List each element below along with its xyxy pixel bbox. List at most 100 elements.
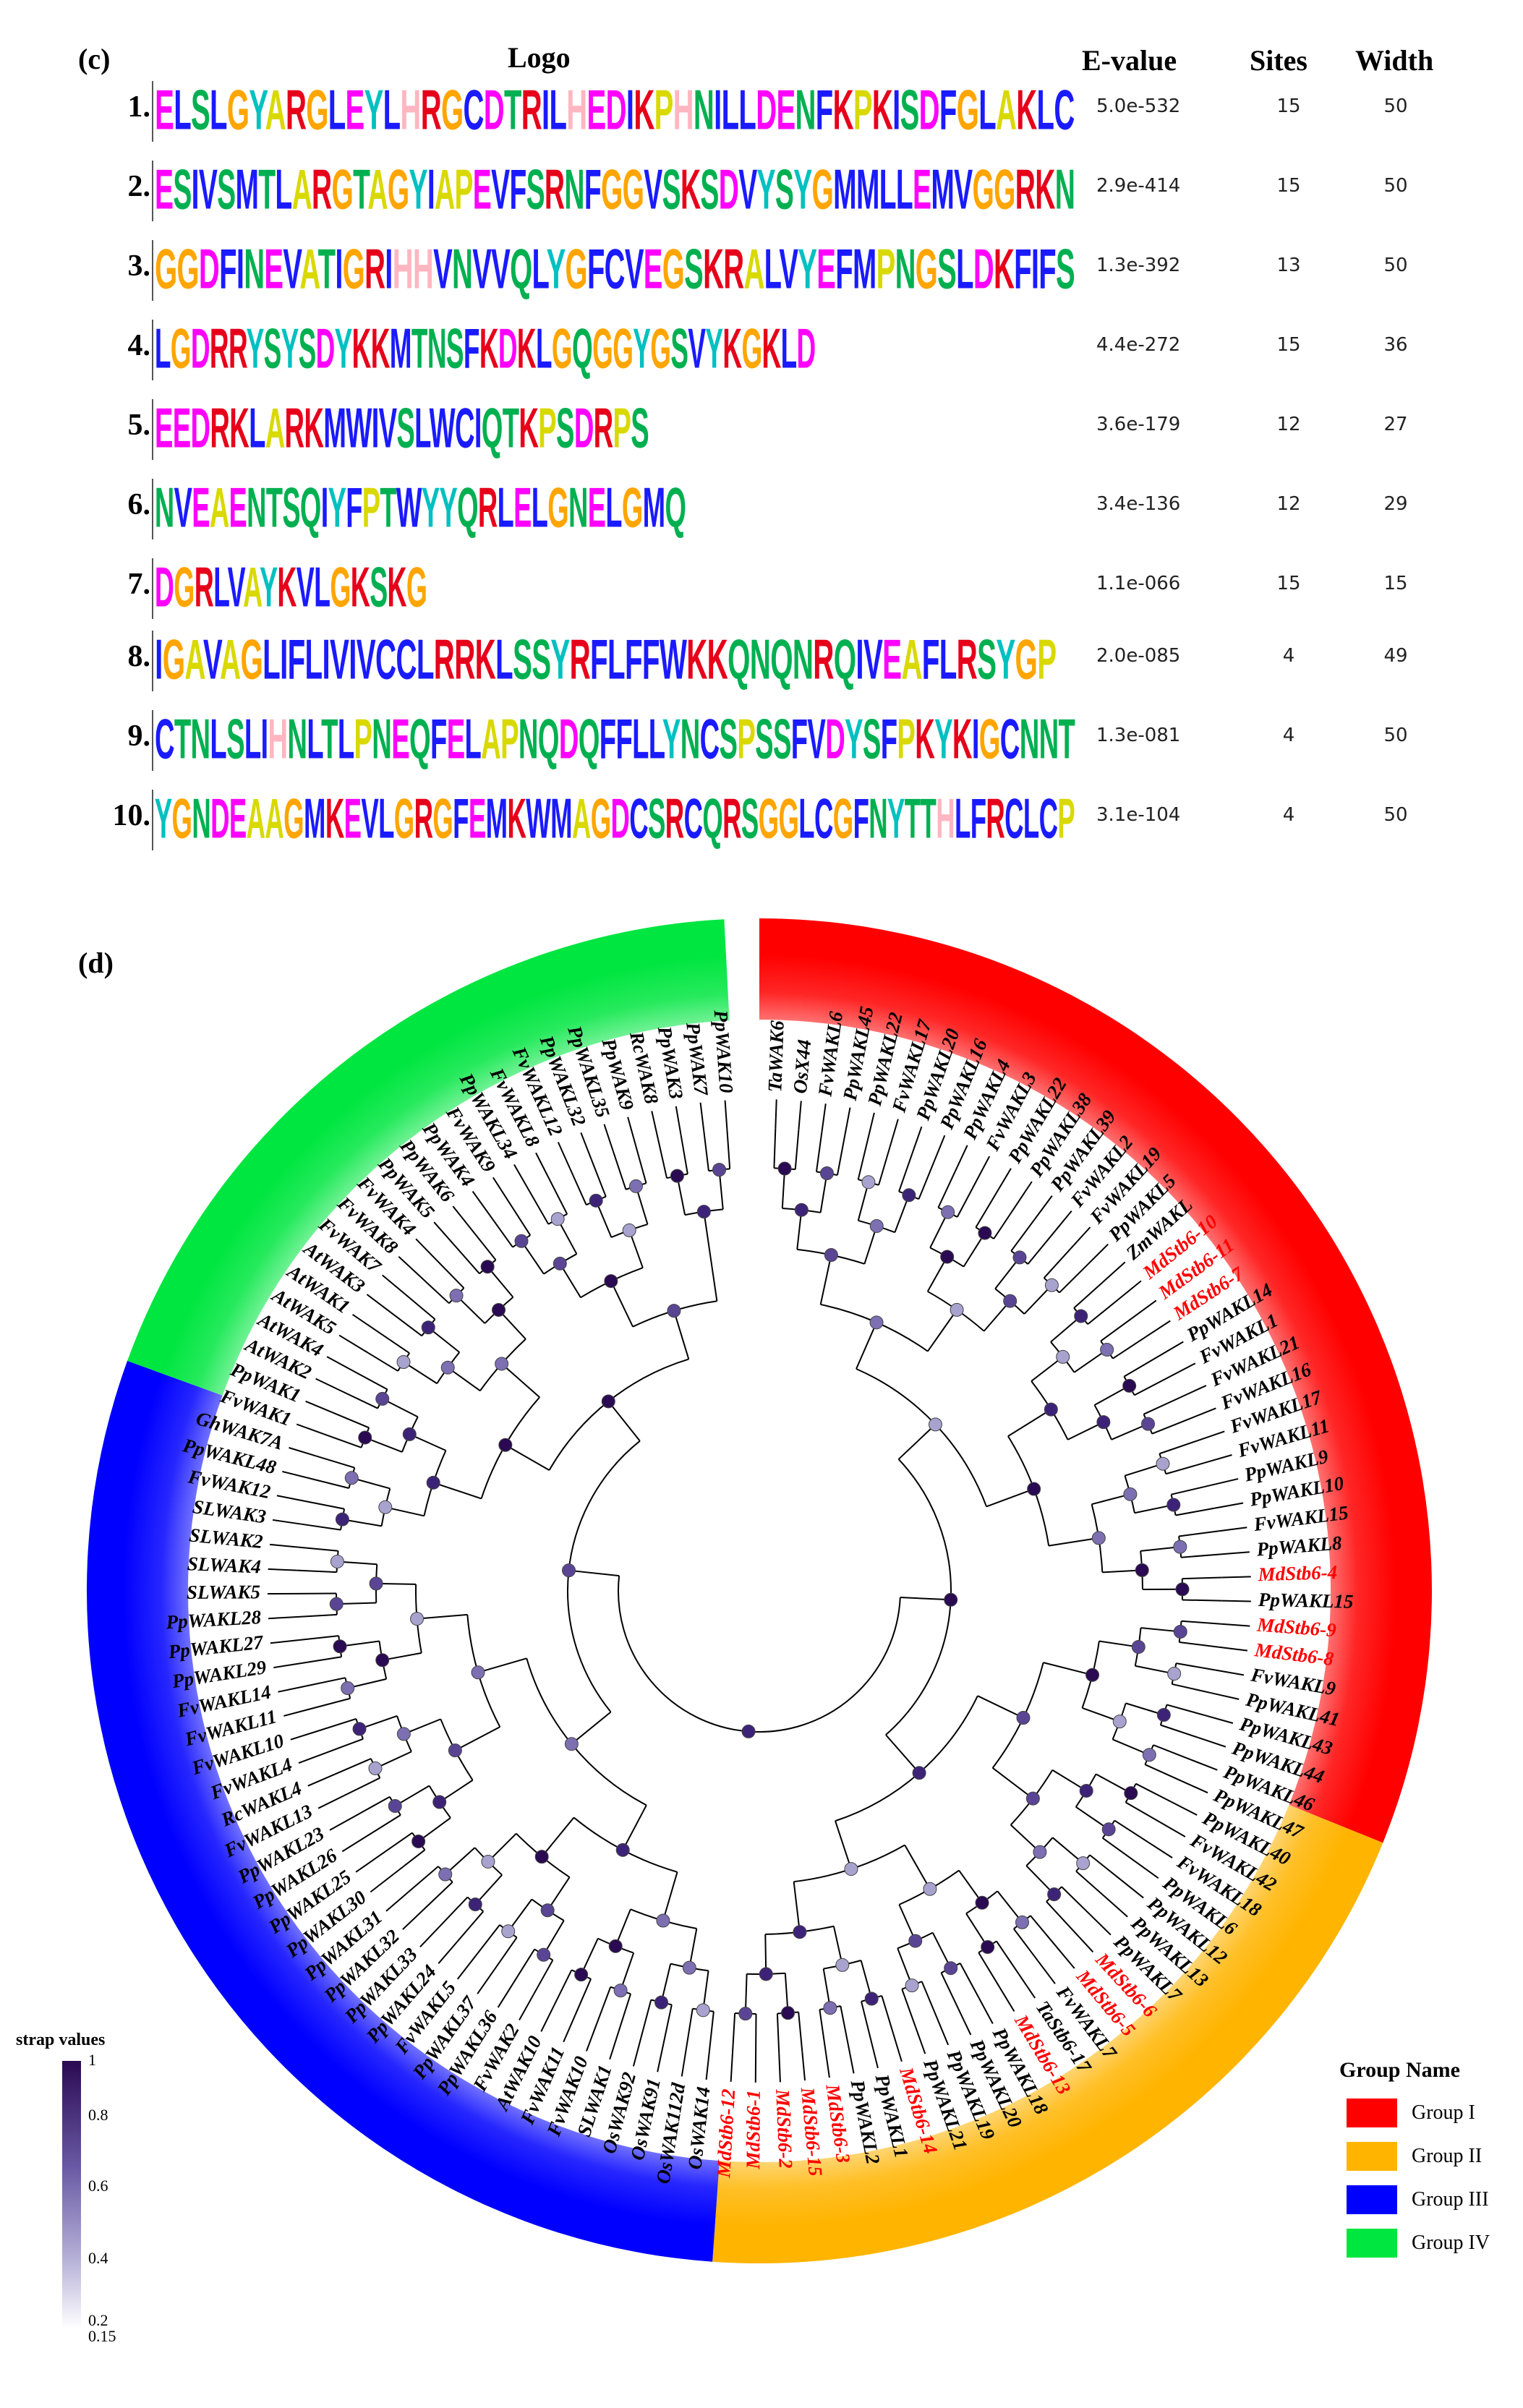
- motif-number: 4.: [127, 329, 151, 362]
- bootstrap-node: [1016, 1711, 1031, 1725]
- motif-row: 9.CTNLSLIHNLTLPNEQFELAPNQDQFFLLYNCSPSSFV…: [0, 703, 1523, 775]
- tree-branch: [1176, 1662, 1216, 1671]
- bootstrap-node: [940, 1250, 955, 1264]
- tree-branch: [904, 1845, 931, 1890]
- bootstrap-node: [1076, 1856, 1091, 1871]
- logo-axis: [152, 790, 153, 850]
- bootstrap-node: [1012, 1250, 1027, 1265]
- bootstrap-node: [492, 1302, 506, 1317]
- tree-tip-branch: [477, 1969, 495, 1994]
- bootstrap-node: [608, 1939, 623, 1953]
- tree-branch: [379, 1832, 413, 1856]
- motif-number: 1.: [127, 90, 151, 124]
- logo-sequence: ESIVSMTLARGTAGYIAPEVFSRNFGGVSKSDVYSYGMML…: [155, 158, 1075, 222]
- tree-tip-branch: [844, 1107, 851, 1137]
- sequence-logo: CTNLSLIHNLTLPNEQFELAPNQDQFFLLYNCSPSSFVDY…: [152, 706, 1083, 774]
- tree-tip-branch: [1087, 1243, 1109, 1265]
- bootstrap-node: [481, 1854, 495, 1869]
- bootstrap-node: [335, 1512, 349, 1527]
- tree-branch: [470, 1228, 497, 1261]
- tree-tip-branch: [1220, 1551, 1250, 1555]
- motif-width: 27: [1383, 414, 1408, 435]
- tree-tip-branch: [911, 1126, 923, 1155]
- tree-branch: [1143, 1396, 1180, 1415]
- motif-evalue: 3.1e-104: [1096, 804, 1181, 826]
- tree-branch: [532, 1960, 554, 1996]
- motif-sites: 4: [1282, 725, 1295, 746]
- tree-branch: [918, 1161, 935, 1200]
- tree-branch: [528, 1189, 550, 1225]
- tree-branch: [1075, 1870, 1106, 1898]
- tree-tip-branch: [585, 2023, 597, 2052]
- bootstrap-node: [1173, 1624, 1187, 1639]
- tree-branch: [975, 1192, 997, 1228]
- tree-branch: [1073, 1281, 1104, 1309]
- bootstrap-node: [432, 1795, 447, 1809]
- bootstrap-node: [738, 2007, 753, 2021]
- tree-branch: [662, 1871, 678, 1921]
- tree-branch: [686, 2008, 694, 2049]
- bootstrap-node: [1156, 1708, 1171, 1722]
- tree-tip-branch: [957, 2008, 972, 2036]
- tree-branch: [835, 1820, 852, 1869]
- tree-tip-branch: [609, 2031, 620, 2060]
- tree-tip-branch: [355, 1855, 380, 1873]
- tree-branch: [937, 1171, 956, 1208]
- tree-tip-branch: [1055, 1945, 1075, 1969]
- tree-tip-branch: [730, 2052, 733, 2082]
- tree-branch: [836, 1135, 846, 1176]
- bootstrap-node: [449, 1289, 464, 1303]
- bootstrap-node: [794, 1203, 809, 1217]
- tree-tip-branch: [889, 1119, 899, 1148]
- tree-branch: [673, 1310, 690, 1359]
- bootstrap-node: [928, 1417, 942, 1432]
- tree-tip-branch: [433, 1221, 454, 1244]
- tree-tip-branch: [681, 2047, 688, 2077]
- tree-branch: [657, 1139, 668, 1179]
- bootstrap-node: [1003, 1294, 1018, 1308]
- tree-branch: [596, 1986, 612, 2025]
- tree-tip-branch: [1221, 1623, 1250, 1627]
- tree-branch: [1027, 1232, 1054, 1265]
- bootstrap-node: [1025, 1791, 1040, 1806]
- tree-leaf-label: MdStb6-4: [1257, 1561, 1337, 1585]
- bootstrap-node: [426, 1475, 440, 1490]
- bootstrap-node: [440, 1360, 455, 1375]
- tree-tip-branch: [1218, 1527, 1247, 1532]
- sequence-logo: ELSLGYARGLEYLHRGCDTRILHEDIKPHNILLDENFKPK…: [152, 77, 1083, 145]
- bootstrap-node: [741, 1724, 756, 1738]
- bootstrap-node: [654, 1995, 669, 2010]
- tree-tip-branch: [1169, 1362, 1196, 1378]
- motif-evalue: 2.9e-414: [1096, 175, 1181, 197]
- panel-c-label: (c): [78, 43, 111, 75]
- bootstrap-node: [1131, 1640, 1146, 1655]
- tree-tip-branch: [775, 1099, 777, 1129]
- tree-branch: [776, 2013, 780, 2054]
- tree-branch: [569, 1168, 587, 1205]
- tree-tip-branch: [1018, 1973, 1036, 1999]
- evalue-header: E-value: [1082, 44, 1177, 77]
- tree-tip-branch: [1015, 1181, 1033, 1206]
- tree-branch: [439, 1896, 469, 1927]
- motif-sites: 15: [1276, 334, 1301, 356]
- tree-branch: [978, 1952, 1000, 1987]
- tree-tip-branch: [954, 1145, 968, 1172]
- tree-branch: [1125, 1801, 1161, 1823]
- tree-branch: [306, 1677, 346, 1687]
- tree-branch: [299, 1635, 339, 1641]
- sequence-logo: YGNDEAAGMKEVLGRGFEMKWMAGDCSRCQRSGGLCGFNY…: [152, 785, 1083, 853]
- bootstrap-node: [781, 2006, 795, 2020]
- tree-tip-branch: [699, 1102, 705, 1132]
- tree-tip-branch: [936, 2018, 950, 2046]
- bootstrap-node: [368, 1761, 383, 1775]
- bootstrap-node: [396, 1727, 411, 1741]
- tree-branch: [1059, 1264, 1088, 1294]
- bootstrap-node: [1033, 1845, 1047, 1859]
- motif-width: 49: [1383, 645, 1408, 667]
- bootstrap-node: [534, 1850, 549, 1864]
- bootstrap-node: [1166, 1498, 1181, 1512]
- tree-branch: [703, 1131, 709, 1171]
- sequence-logo: GGDFINEVATIGRIHHVNVVQLYGFCVEGSKRALVYEFMP…: [152, 236, 1083, 304]
- tree-tip-branch: [724, 1100, 728, 1130]
- motif-evalue: 3.4e-136: [1096, 493, 1181, 515]
